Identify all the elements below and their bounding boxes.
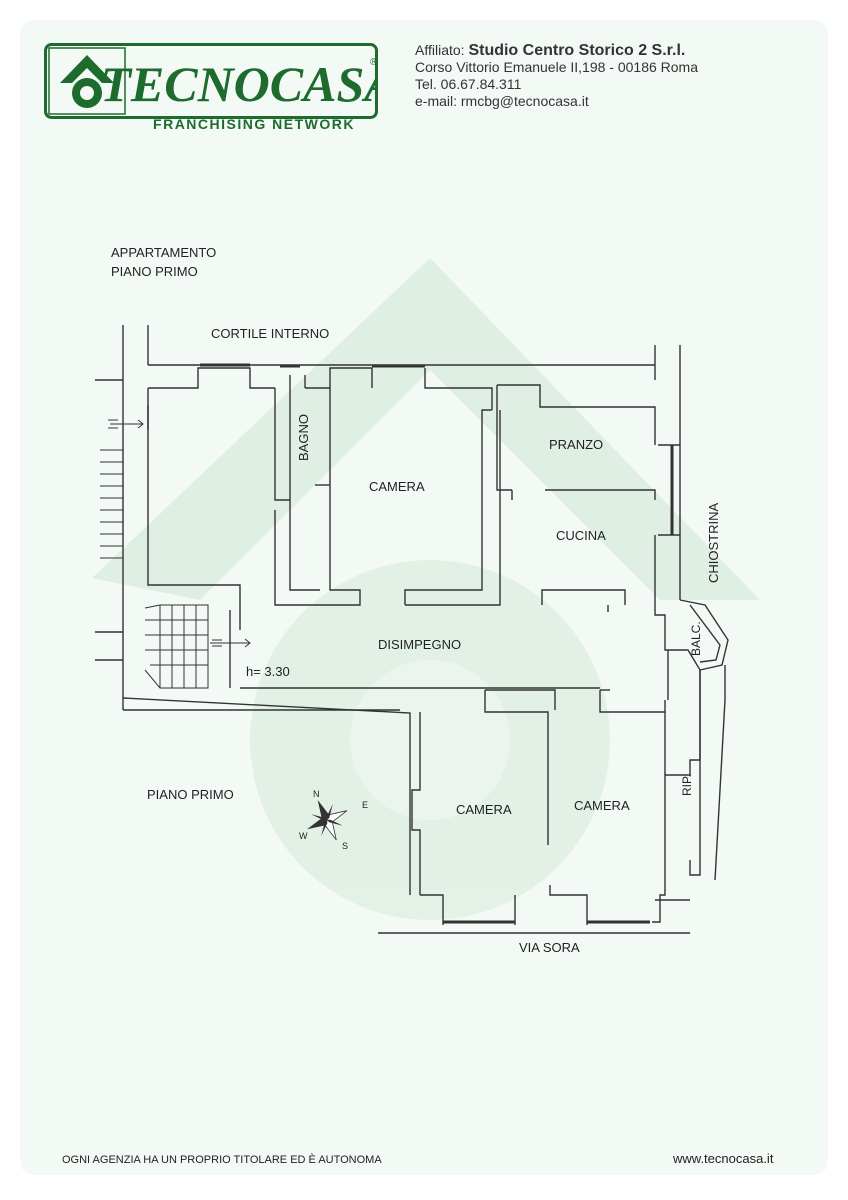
label-bathroom: BAGNO: [296, 414, 311, 461]
brand-tagline: FRANCHISING NETWORK: [153, 116, 355, 131]
label-hallway: DISIMPEGNO: [378, 637, 462, 652]
agency-name: Studio Centro Storico 2 S.r.l.: [468, 42, 686, 59]
plan-title-line2: PIANO PRIMO: [111, 264, 198, 279]
compass-s: S: [342, 841, 349, 851]
label-bedroom-top: CAMERA: [369, 479, 425, 494]
tecnocasa-logo: TECNOCASA ® FRANCHISING NETWORK: [44, 43, 378, 131]
compass-e: E: [362, 800, 369, 810]
affiliated-label: Affiliato:: [415, 42, 465, 58]
house-emblem-icon: [60, 55, 114, 108]
compass-n: N: [313, 789, 320, 799]
entry-arrows: [108, 419, 251, 648]
agency-info: Affiliato: Studio Centro Storico 2 S.r.l…: [415, 42, 698, 110]
agency-address: Corso Vittorio Emanuele II,198 - 00186 R…: [415, 59, 699, 75]
footer-disclaimer: OGNI AGENZIA HA UN PROPRIO TITOLARE ED È…: [62, 1154, 382, 1166]
label-bedroom-right: CAMERA: [574, 798, 630, 813]
plan-title-line1: APPARTAMENTO: [111, 245, 217, 260]
compass-w: W: [299, 831, 308, 841]
agency-email: e-mail: rmcbg@tecnocasa.it: [415, 93, 589, 109]
label-balcony: BALC.: [689, 621, 703, 656]
label-bedroom-left: CAMERA: [456, 802, 512, 817]
label-storage: RIP.: [680, 774, 694, 796]
footer-website[interactable]: www.tecnocasa.it: [673, 1151, 774, 1166]
label-courtyard: CORTILE INTERNO: [211, 326, 330, 341]
label-light-well: CHIOSTRINA: [706, 502, 721, 583]
label-height: h= 3.30: [246, 664, 290, 679]
agency-name-line: Affiliato: Studio Centro Storico 2 S.r.l…: [415, 42, 698, 59]
agency-phone: Tel. 06.67.84.311: [415, 76, 522, 92]
label-floor-other: PIANO PRIMO: [147, 787, 234, 802]
label-street: VIA SORA: [519, 940, 580, 955]
label-kitchen: CUCINA: [556, 528, 606, 543]
walls: [95, 325, 729, 934]
compass-rose-icon: [307, 800, 348, 841]
label-dining: PRANZO: [549, 437, 604, 452]
watermark-emblem: [92, 258, 760, 920]
registered-mark: ®: [370, 57, 378, 68]
stairwell: [144, 604, 209, 689]
brand-wordmark: TECNOCASA: [100, 56, 378, 112]
